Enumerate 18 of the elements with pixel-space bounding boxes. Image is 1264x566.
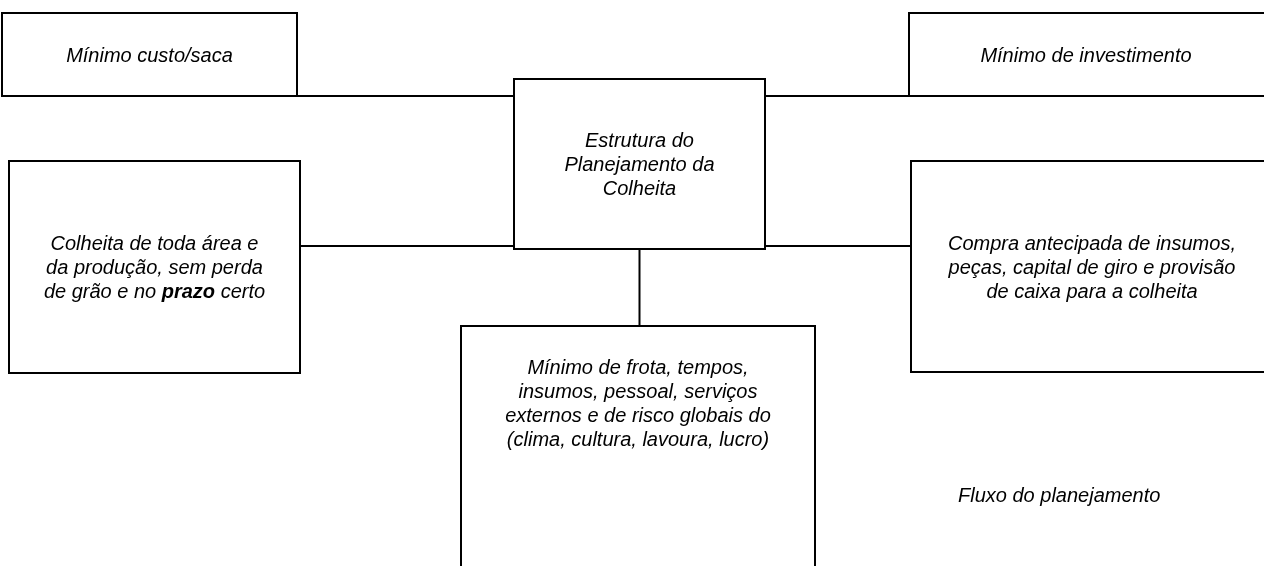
process-box [908,12,1264,97]
connector-line [765,245,911,247]
box-text: Compra antecipada de insumos, peças, capital de giro e provisão de caixa para a colheita [947,230,1237,303]
connector-line [638,249,641,326]
box-text: Mínimo de investimento [979,42,1193,67]
box-text: Mínimo custo/saca [65,42,234,67]
box-text: Estrutura do Planejamento da Colheita [563,128,716,200]
process-box [1,12,298,97]
note-text: Fluxo do planejamento [958,484,1161,507]
process-box [460,325,816,566]
process-box [910,160,1264,373]
connector-line [297,95,514,97]
connector-line [765,95,909,97]
process-box [8,160,301,374]
connector-line [300,245,514,247]
box-text: Mínimo de frota, tempos, insumos, pessoal, serviços externos e de risco globais do (clima, cultura, lavoura, lucro) [504,355,772,451]
central-box [513,78,766,250]
box-text: Colheita de toda área e da produção, sem perda de grão e no prazo certo [42,231,267,303]
